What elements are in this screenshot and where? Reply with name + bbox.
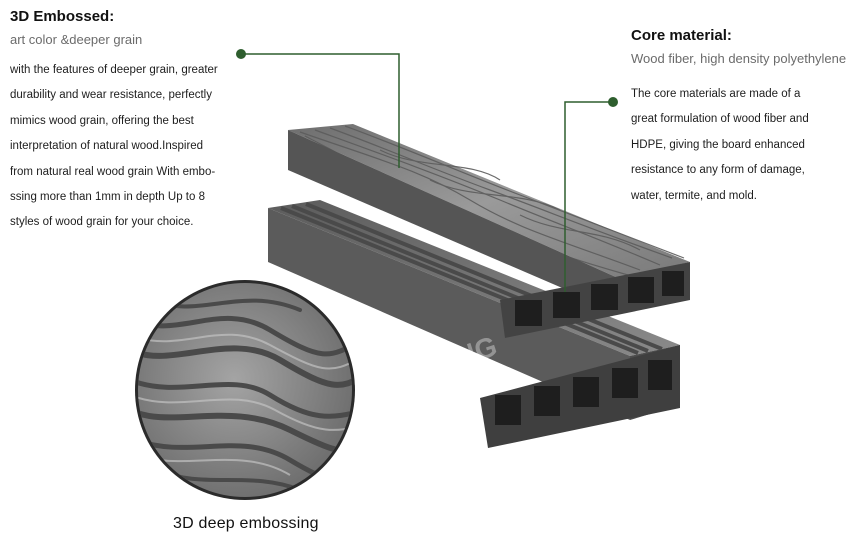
core-line: water, termite, and mold.	[631, 189, 757, 202]
embossed-line: interpretation of natural wood.Inspired	[10, 140, 204, 153]
core-callout-dot	[608, 97, 618, 107]
core-title: Core material:	[631, 27, 732, 44]
watermark-logo: HOSUNG	[354, 330, 501, 398]
watermark-text: HOSUNG	[374, 330, 500, 397]
embossed-line: durability and wear resistance, perfectl…	[10, 89, 212, 102]
closeup-caption: 3D deep embossing	[173, 515, 319, 532]
embossed-title: 3D Embossed:	[10, 8, 115, 25]
lower-board-holes	[495, 360, 672, 425]
core-line: HDPE, giving the board enhanced	[631, 138, 805, 151]
embossed-subtitle: art color &deeper grain	[10, 32, 143, 47]
core-subtitle: Wood fiber, high density polyethylene	[631, 51, 847, 66]
lower-board-grooves	[280, 202, 663, 355]
core-line: great formulation of wood fiber and	[631, 113, 809, 126]
embossed-description: with the features of deeper grain, great…	[10, 58, 250, 236]
closeup-circle	[135, 280, 355, 500]
upper-board	[288, 124, 690, 338]
upper-board-holes	[515, 271, 684, 326]
embossed-line: from natural real wood grain With embo-	[10, 165, 216, 178]
core-line: resistance to any form of damage,	[631, 164, 805, 177]
core-line: The core materials are made of a	[631, 88, 801, 100]
embossed-line: mimics wood grain, offering the best	[10, 114, 194, 127]
embossed-line: ssing more than 1mm in depth Up to 8	[10, 191, 205, 204]
embossed-line: styles of wood grain for your choice.	[10, 216, 194, 229]
lower-board-side	[268, 208, 630, 420]
embossed-line: with the features of deeper grain, great…	[10, 64, 218, 76]
core-description: The core materials are made of a great f…	[631, 82, 861, 209]
embossed-callout-line	[241, 53, 400, 168]
embossed-callout-dot	[236, 49, 246, 59]
core-callout-line	[564, 101, 613, 292]
upper-board-side	[288, 130, 618, 312]
callout-lines	[241, 53, 613, 292]
